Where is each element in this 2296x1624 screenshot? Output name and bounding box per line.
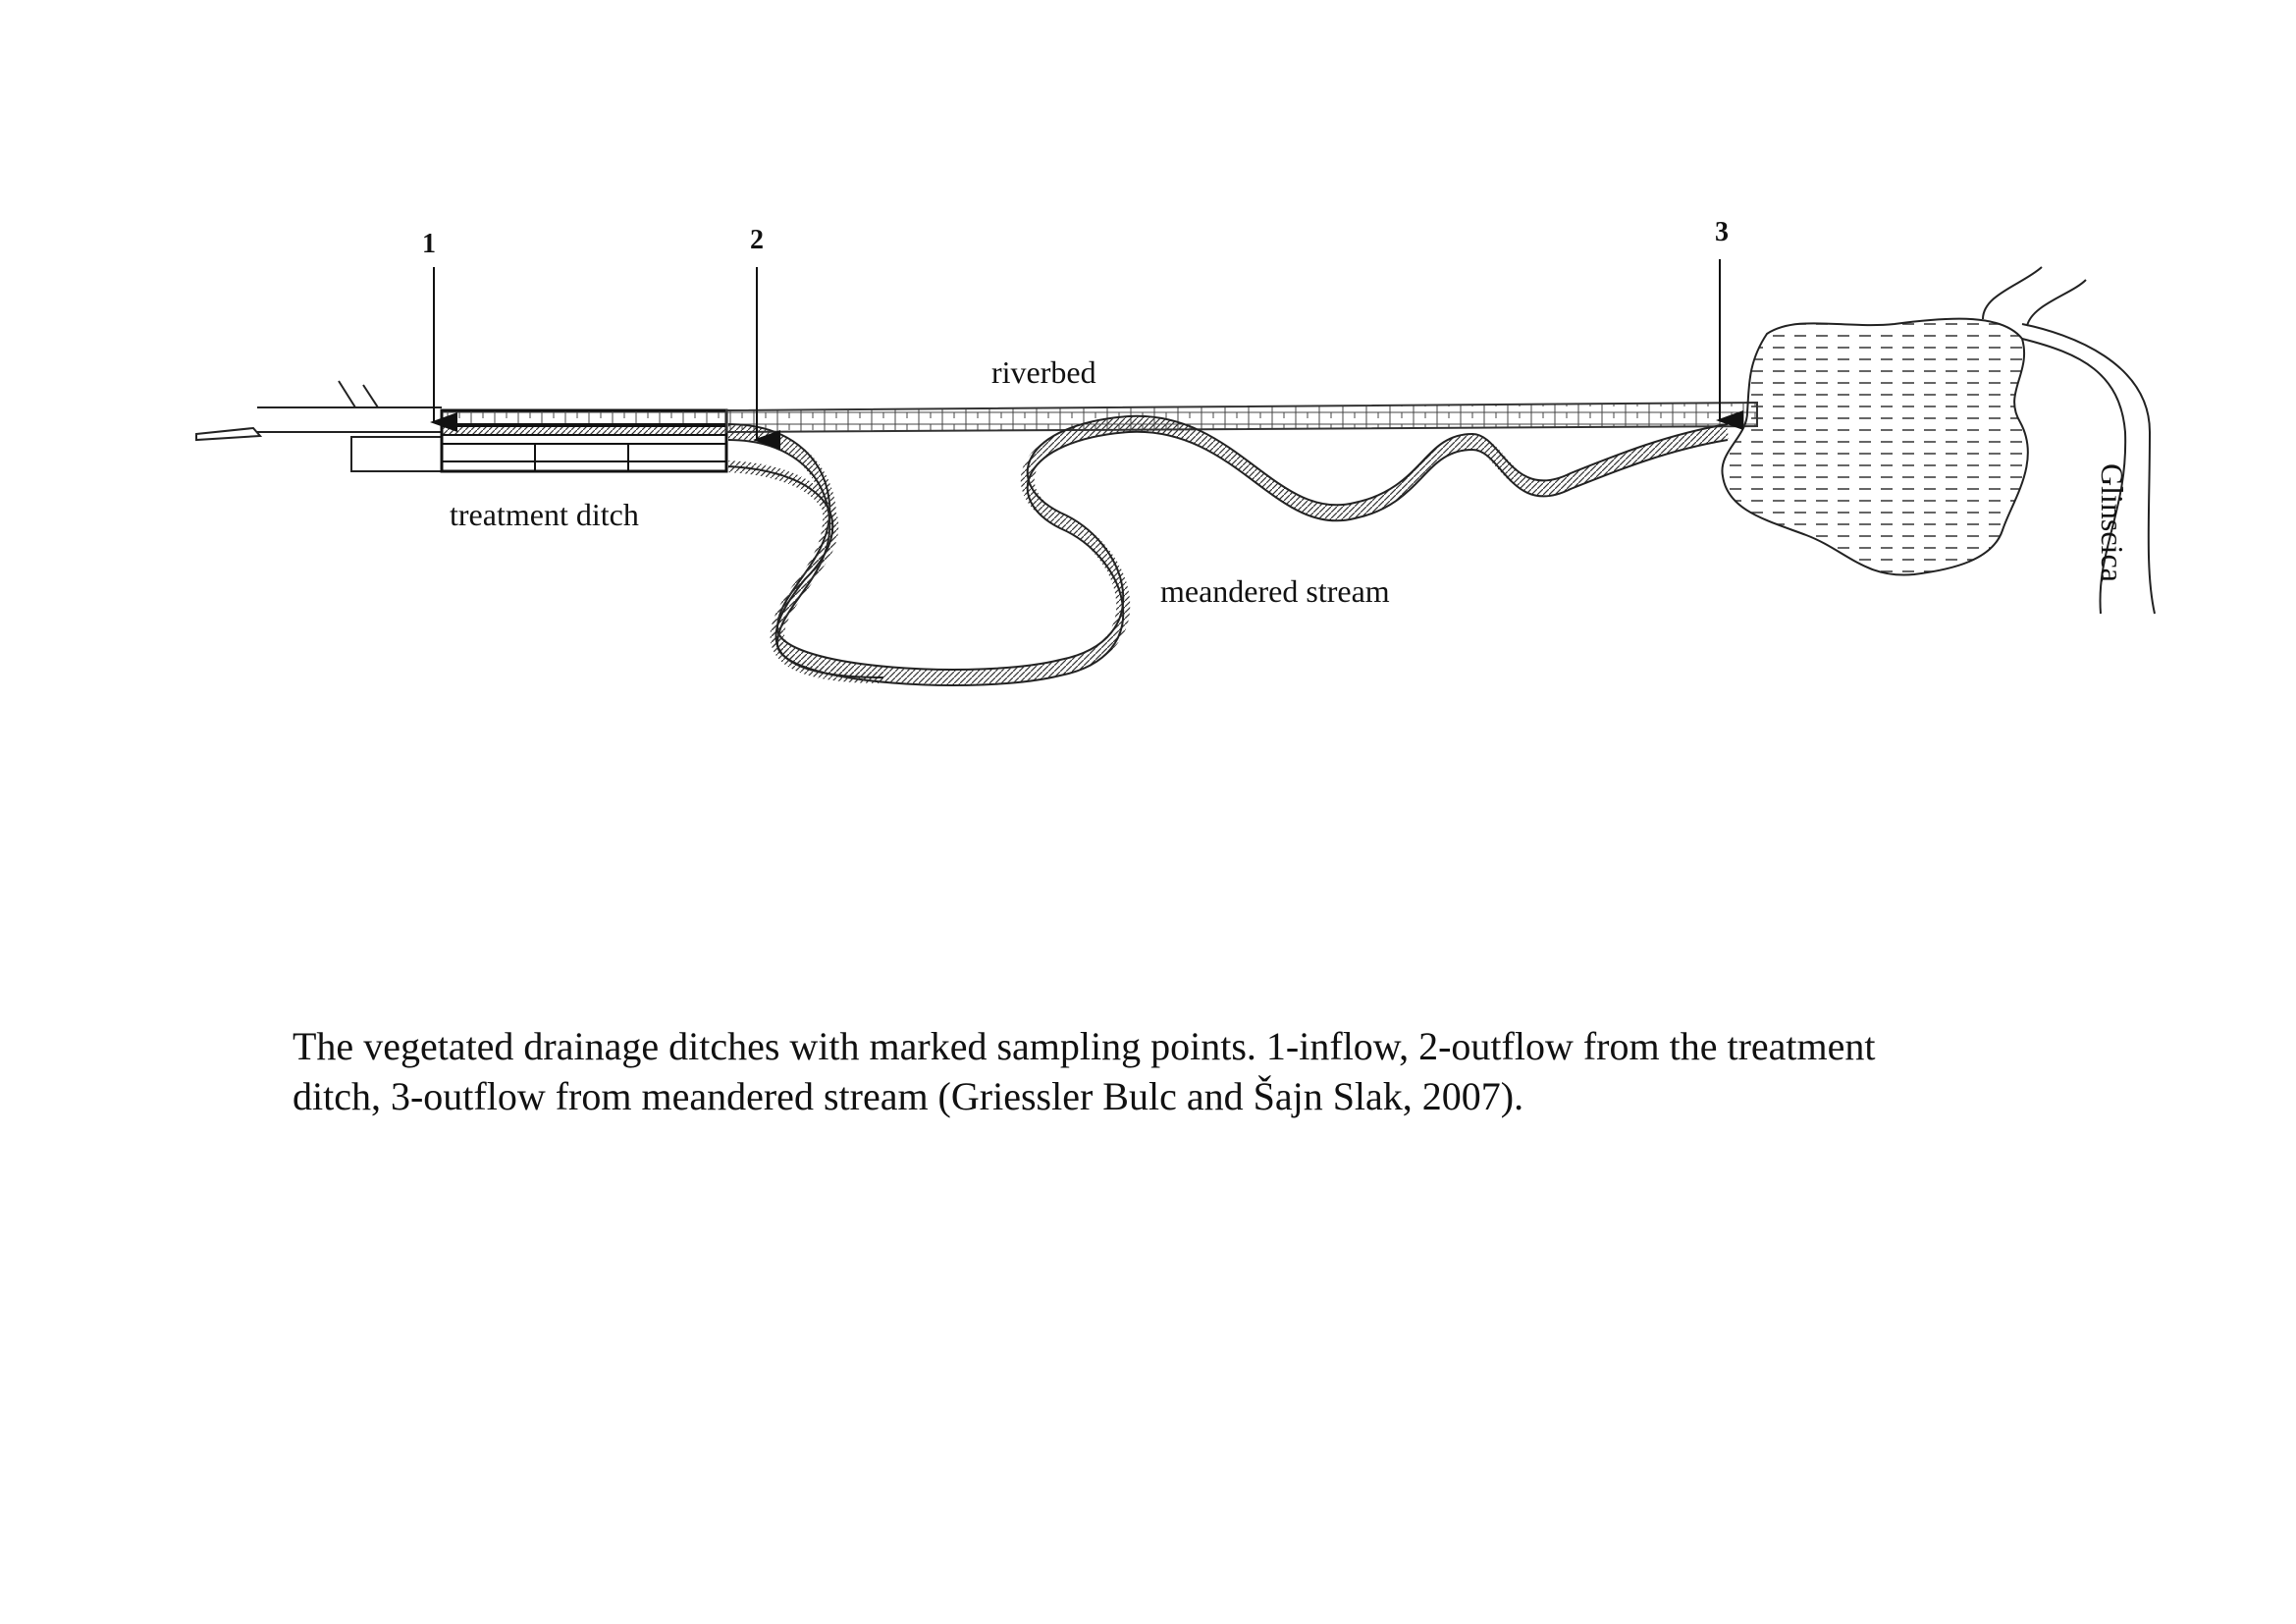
caption-line-1: The vegetated drainage ditches with mark… — [293, 1024, 1876, 1068]
inflow-channel — [350, 436, 446, 472]
treatment-ditch-label: treatment ditch — [450, 497, 639, 532]
riverbed-label: riverbed — [991, 354, 1096, 390]
meandered-stream-label: meandered stream — [1160, 573, 1390, 609]
caption-line-2: ditch, 3-outflow from meandered stream (… — [293, 1074, 1524, 1118]
treatment-ditch — [440, 408, 728, 473]
sampling-point-2-label: 2 — [750, 225, 764, 255]
pond — [1721, 317, 2029, 576]
glinscica-river — [1982, 266, 2156, 615]
sampling-point-3-label: 3 — [1715, 217, 1729, 247]
riverbed-channel — [725, 401, 1758, 434]
river-label: Glinscica — [2095, 463, 2130, 582]
inflow-pipe — [195, 380, 442, 442]
sampling-point-1: 1 — [422, 229, 457, 432]
figure-caption: The vegetated drainage ditches with mark… — [293, 1021, 2158, 1121]
drainage-ditch-diagram: 1 2 3 riverbed treatment ditch meandered… — [195, 217, 2156, 686]
sampling-point-1-label: 1 — [422, 229, 436, 259]
sampling-point-2: 2 — [750, 225, 780, 450]
sampling-point-3: 3 — [1715, 217, 1743, 430]
meandered-stream — [727, 414, 1730, 686]
